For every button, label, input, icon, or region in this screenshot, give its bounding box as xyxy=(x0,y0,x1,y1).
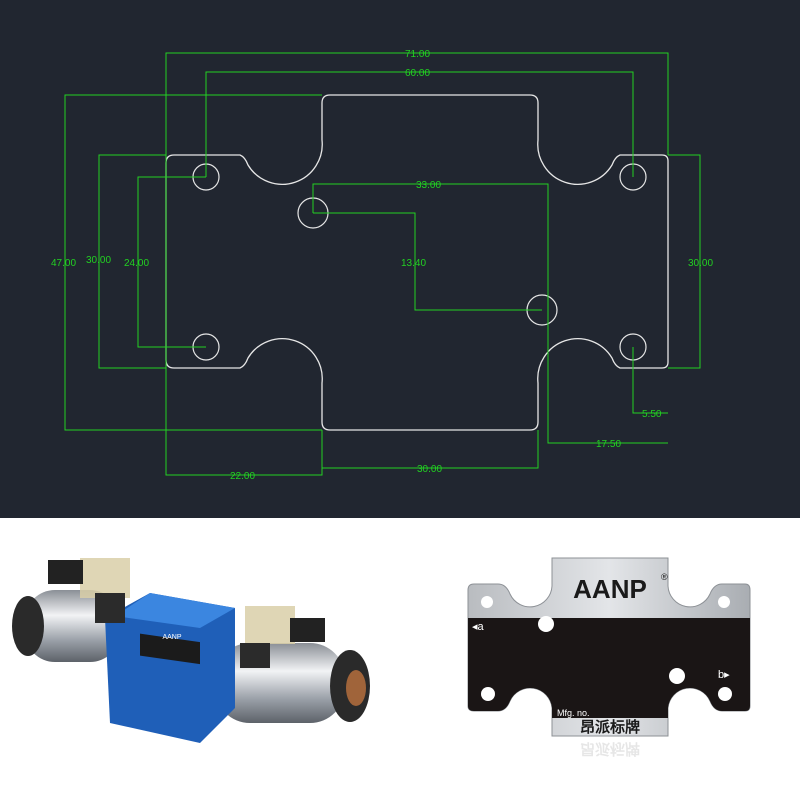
registered-mark: ® xyxy=(661,572,668,582)
nameplate-photo: AANP ® ◂a b▸ Mfg. no. 昂派标牌 昂派标牌 xyxy=(467,557,751,758)
dim-13-4: 13.40 xyxy=(401,258,426,269)
dim-60: 60.00 xyxy=(405,68,430,79)
dim-17-5: 17.50 xyxy=(596,439,621,450)
dimension-lines xyxy=(64,52,701,476)
port-b-label: b▸ xyxy=(718,669,730,681)
dim-30-right: 30.00 xyxy=(688,258,713,269)
dim-47: 47.00 xyxy=(51,258,76,269)
nameplate-reflection: 昂派标牌 xyxy=(580,740,640,758)
port-a-label: ◂a xyxy=(472,621,485,633)
dim-30-left: 30.00 xyxy=(86,255,111,266)
solenoid-valve-photo: AANP xyxy=(12,558,370,743)
valve-brand-label: AANP xyxy=(162,634,181,641)
product-photos: AANP AANP ® ◂a b▸ Mfg. no. 昂派标牌 昂派标牌 xyxy=(0,518,800,800)
nameplate-chinese-name: 昂派标牌 xyxy=(580,718,640,736)
dim-24: 24.00 xyxy=(124,258,149,269)
product-photos-svg: AANP AANP ® ◂a b▸ Mfg. no. 昂派标牌 昂派标牌 xyxy=(12,557,751,758)
dim-30-bottom: 30.00 xyxy=(417,464,442,475)
plate-outline xyxy=(165,94,669,431)
dim-5-5: 5.50 xyxy=(642,409,662,420)
dim-33: 33.00 xyxy=(416,180,441,191)
cad-drawing: 71.00 60.00 47.00 30.00 24.00 33.00 13.4… xyxy=(0,0,800,518)
nameplate-brand: AANP xyxy=(573,574,647,604)
plate-drawing-svg: 71.00 60.00 47.00 30.00 24.00 33.00 13.4… xyxy=(51,49,713,482)
dim-71: 71.00 xyxy=(405,49,430,60)
dim-22: 22.00 xyxy=(230,471,255,482)
mfg-no-label: Mfg. no. xyxy=(557,708,590,718)
